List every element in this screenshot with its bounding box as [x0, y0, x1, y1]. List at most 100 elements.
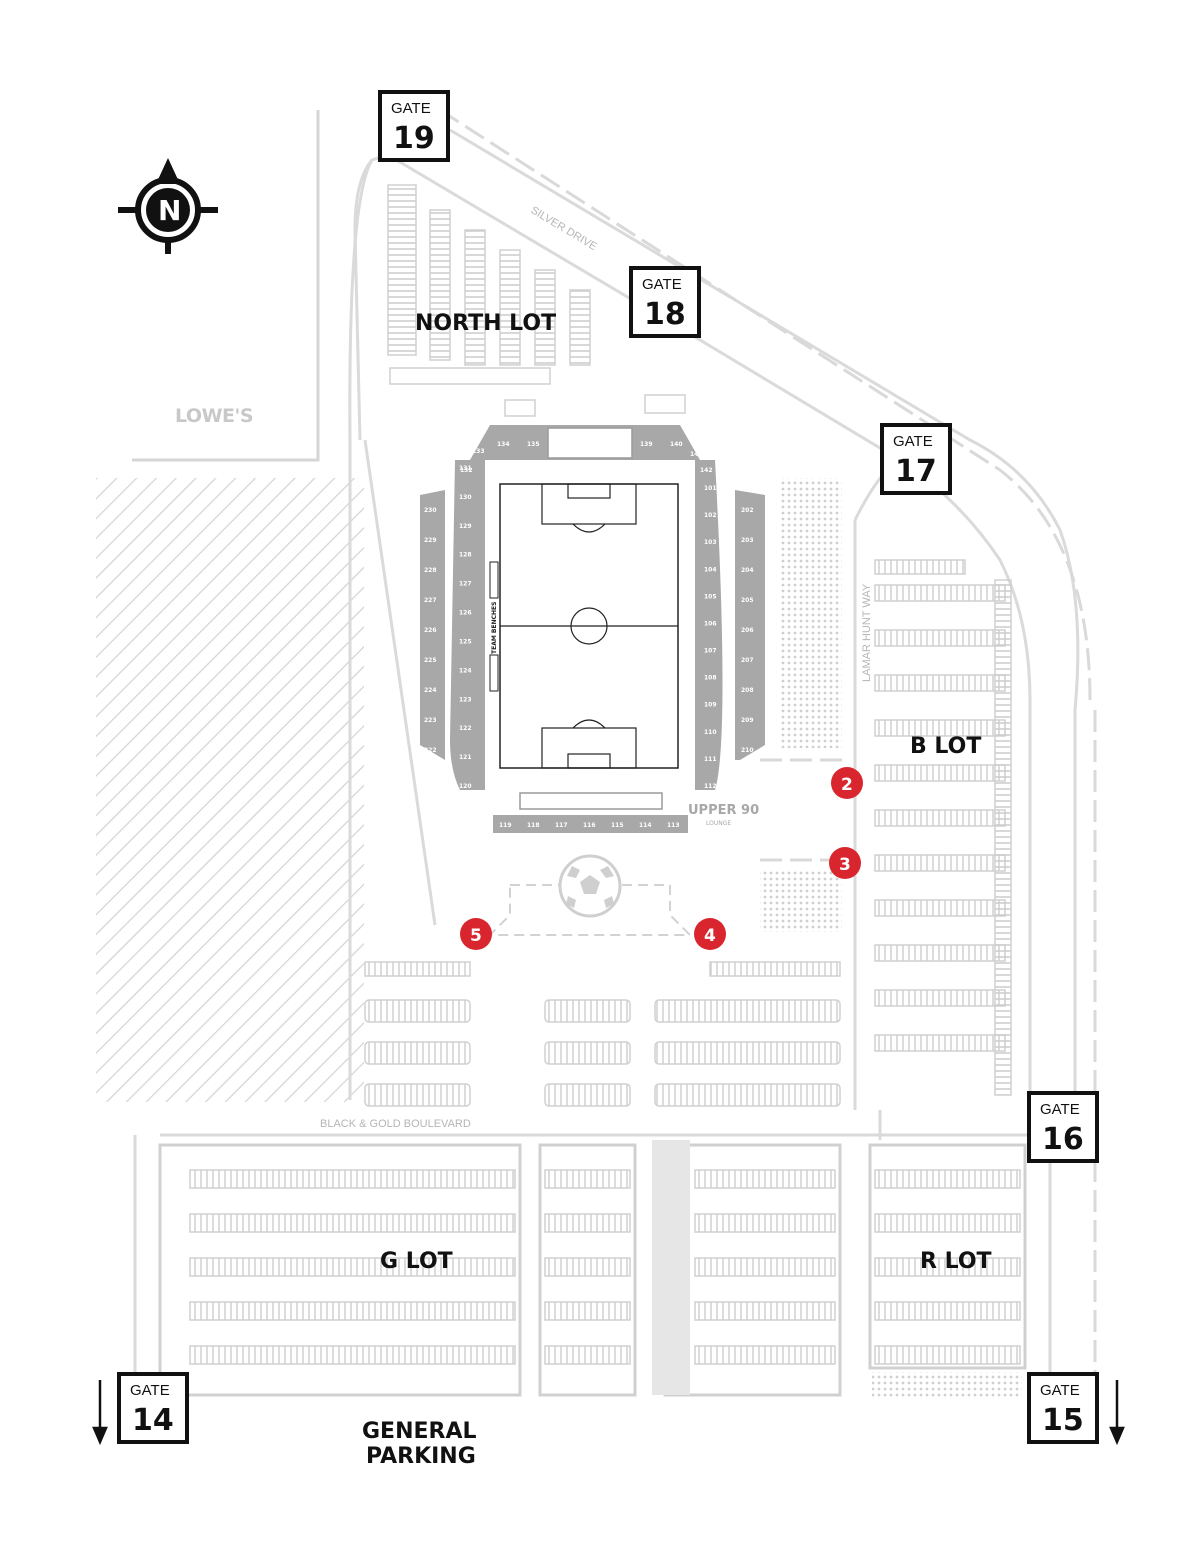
parking-row [874, 1257, 1021, 1277]
parking-row [654, 999, 841, 1023]
section-104: 104 [704, 566, 717, 573]
svg-text:15: 15 [1042, 1403, 1084, 1438]
svg-text:18: 18 [644, 297, 686, 332]
section-139: 139 [640, 441, 653, 448]
svg-text:GATE: GATE [130, 1382, 170, 1399]
stadium: STAGE TEAM BENCHES [420, 425, 765, 833]
east-lawn [780, 478, 842, 748]
section-113: 113 [667, 822, 680, 829]
gate-17: GATE 17 [880, 423, 952, 495]
parking-row [544, 1345, 631, 1365]
gate-15: GATE 15 [1027, 1372, 1099, 1444]
roads [133, 128, 1080, 1400]
section-116: 116 [583, 822, 596, 829]
parking-row [694, 1301, 836, 1321]
svg-text:17: 17 [895, 454, 937, 489]
parking-row [189, 1257, 516, 1277]
section-224: 224 [424, 687, 437, 694]
parking-row [874, 1169, 1021, 1189]
svg-text:16: 16 [1042, 1122, 1084, 1157]
team-benches-label: TEAM BENCHES [491, 602, 498, 654]
stage-label: STAGE [578, 441, 600, 448]
section-229: 229 [424, 537, 437, 544]
upper90-label: UPPER 90 [688, 803, 759, 818]
section-110: 110 [704, 729, 717, 736]
entrance-marker-5: 5 [460, 918, 492, 950]
parking-row [544, 999, 631, 1023]
svg-text:2: 2 [841, 775, 853, 795]
parking-row [874, 629, 1006, 647]
svg-text:GATE: GATE [1040, 1101, 1080, 1118]
section-107: 107 [704, 648, 717, 655]
section-119: 119 [499, 822, 512, 829]
section-140: 140 [670, 441, 683, 448]
section-114: 114 [639, 822, 652, 829]
section-205: 205 [741, 597, 754, 604]
section-207: 207 [741, 657, 754, 664]
compass-letter: N [158, 194, 181, 227]
svg-text:3: 3 [839, 855, 851, 875]
parking-row [874, 809, 1006, 827]
section-134: 134 [497, 441, 510, 448]
parking-row [874, 1213, 1021, 1233]
g-lot-label: G LOT [380, 1249, 453, 1274]
parking-row [544, 1041, 631, 1065]
north-lot-parking [387, 184, 686, 417]
section-141: 141 [690, 451, 703, 458]
section-102: 102 [704, 512, 717, 519]
central-lot-rows [364, 961, 841, 1107]
section-108: 108 [704, 675, 717, 682]
section-131: 131 [459, 465, 472, 472]
parking-row [364, 1083, 471, 1107]
section-122: 122 [459, 725, 472, 732]
gate-16: GATE 16 [1027, 1091, 1099, 1163]
parking-row [189, 1169, 516, 1189]
section-117: 117 [555, 822, 568, 829]
section-135: 135 [527, 441, 540, 448]
section-126: 126 [459, 610, 472, 617]
section-112: 112 [704, 783, 717, 790]
hatched-area [96, 478, 364, 1102]
parking-row [874, 584, 1006, 602]
gate-18: GATE 18 [629, 266, 701, 338]
section-209: 209 [741, 717, 754, 724]
section-133: 133 [472, 448, 485, 455]
section-222: 222 [424, 747, 437, 754]
parking-row [709, 961, 841, 977]
parking-row [544, 1083, 631, 1107]
section-142: 142 [700, 467, 713, 474]
southeast-lawn [760, 870, 842, 932]
section-121: 121 [459, 754, 472, 761]
lamar-hunt-way-label: LAMAR HUNT WAY [861, 583, 873, 682]
parking-row [694, 1345, 836, 1365]
parking-row [694, 1213, 836, 1233]
section-128: 128 [459, 552, 472, 559]
parking-row [189, 1345, 516, 1365]
entrance-marker-2: 2 [831, 767, 863, 799]
parking-row [694, 1169, 836, 1189]
section-228: 228 [424, 567, 437, 574]
plaza [487, 884, 693, 936]
seating-sections: 1311301291281271261251241231221211202302… [424, 441, 754, 829]
parking-row [544, 1257, 631, 1277]
section-109: 109 [704, 702, 717, 709]
parking-row [874, 944, 1006, 962]
svg-text:GATE: GATE [391, 100, 431, 117]
entrance-marker-4: 4 [694, 918, 726, 950]
parking-row [874, 899, 1006, 917]
svg-text:19: 19 [393, 121, 435, 156]
svg-text:4: 4 [704, 926, 716, 946]
section-123: 123 [459, 696, 472, 703]
lowes-label: LOWE'S [175, 405, 253, 427]
arrow-down-icon [92, 1380, 108, 1446]
section-111: 111 [704, 756, 717, 763]
parking-row [364, 1041, 471, 1065]
parking-row [364, 961, 471, 977]
r-lot-label: R LOT [920, 1249, 992, 1274]
parking-row [874, 854, 1006, 872]
lower-lot-rows [189, 1169, 1021, 1365]
section-130: 130 [459, 494, 472, 501]
parking-row [654, 1041, 841, 1065]
section-101: 101 [704, 485, 717, 492]
parking-row [189, 1301, 516, 1321]
